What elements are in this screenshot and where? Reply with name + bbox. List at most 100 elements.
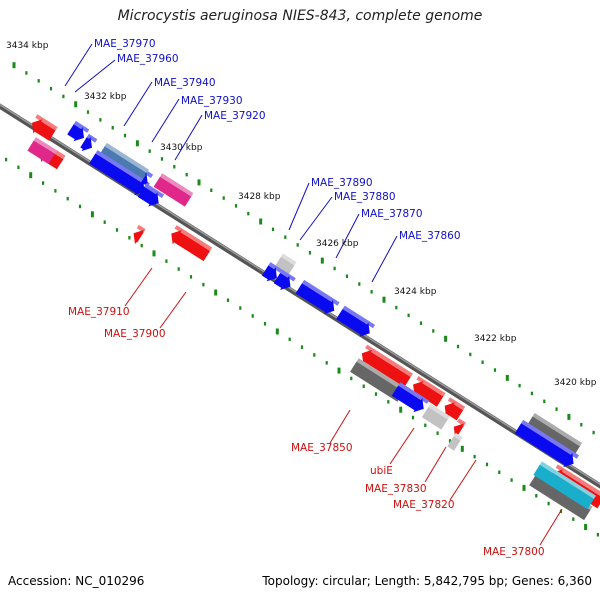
tick-mark	[86, 110, 90, 114]
gene-feature-face	[261, 265, 277, 282]
gene-feature[interactable]	[361, 344, 413, 388]
gene-label[interactable]: MAE_37900	[104, 328, 166, 340]
gene-feature-top	[144, 183, 165, 198]
tick-mark	[308, 251, 312, 255]
leader-line	[151, 98, 180, 143]
gene-label[interactable]: MAE_37920	[204, 110, 266, 122]
tick-mark	[49, 86, 53, 91]
gene-label[interactable]: MAE_37860	[399, 230, 461, 242]
gene-feature-top	[268, 262, 283, 273]
tick-mark	[325, 361, 328, 365]
gene-label[interactable]: MAE_37880	[334, 191, 396, 203]
gene-feature-top	[365, 344, 413, 377]
gene-label[interactable]: MAE_37930	[181, 95, 243, 107]
gene-feature-top	[356, 358, 406, 392]
tick-mark	[596, 533, 599, 537]
tick-mark	[5, 157, 8, 162]
gene-feature-face	[89, 153, 145, 196]
gene-feature-top	[104, 142, 150, 174]
tick-mark	[300, 345, 304, 349]
tick-mark	[263, 322, 267, 326]
gene-feature[interactable]	[32, 114, 58, 141]
leader-line	[424, 446, 447, 483]
gene-feature-top	[280, 253, 297, 266]
gene-feature-face	[361, 349, 411, 388]
gene-feature[interactable]	[274, 253, 297, 276]
scale-label: 3422 kbp	[474, 334, 517, 344]
gene-label[interactable]: MAE_37960	[117, 53, 179, 65]
gene-feature[interactable]	[273, 269, 296, 290]
tick-mark	[362, 384, 365, 388]
leader-line	[123, 81, 153, 127]
gene-label[interactable]: MAE_37890	[311, 177, 373, 189]
tick-mark	[399, 406, 403, 413]
gene-feature-top	[302, 279, 340, 306]
tick-mark	[395, 305, 398, 310]
gene-label[interactable]: MAE_37820	[393, 499, 455, 511]
gene-feature-face	[350, 361, 404, 402]
gene-feature[interactable]	[171, 225, 213, 262]
tick-mark	[25, 71, 28, 75]
gene-feature[interactable]	[261, 262, 283, 282]
gene-feature[interactable]	[336, 305, 376, 337]
gene-feature-face	[80, 136, 92, 152]
tick-mark	[37, 79, 40, 83]
gene-feature-face	[444, 402, 464, 421]
tick-mark	[387, 400, 390, 404]
tick-mark	[543, 399, 546, 404]
tick-mark	[296, 243, 299, 247]
gene-feature[interactable]	[391, 382, 429, 413]
leader-line	[449, 459, 477, 501]
tick-mark	[140, 243, 143, 248]
gene-feature[interactable]	[421, 403, 450, 430]
gene-feature-face	[526, 416, 580, 457]
gene-feature[interactable]	[447, 432, 463, 451]
tick-mark	[567, 413, 571, 420]
leader-line	[74, 59, 116, 93]
gene-feature[interactable]	[27, 137, 58, 164]
gene-feature[interactable]	[133, 224, 146, 245]
tick-mark	[555, 407, 558, 411]
gene-feature-face	[67, 124, 84, 142]
gene-feature-top	[160, 173, 194, 197]
gene-label[interactable]: MAE_37800	[483, 546, 545, 558]
gene-feature[interactable]	[350, 358, 406, 402]
gene-label[interactable]: ubiE	[370, 465, 393, 477]
gene-label[interactable]: MAE_37850	[291, 442, 353, 454]
gene-label[interactable]: MAE_37910	[68, 306, 130, 318]
gene-feature[interactable]	[67, 120, 90, 142]
tick-mark	[485, 462, 489, 467]
gene-label[interactable]: MAE_37870	[361, 208, 423, 220]
gene-label[interactable]: MAE_37940	[154, 77, 216, 89]
gene-label[interactable]: MAE_37970	[94, 38, 156, 50]
gene-feature[interactable]	[533, 461, 596, 510]
gene-feature[interactable]	[153, 173, 194, 207]
leader-line	[539, 508, 563, 546]
gene-feature-face	[32, 119, 56, 141]
leader-line	[288, 182, 310, 231]
tick-mark	[234, 204, 238, 208]
gene-feature-top	[447, 397, 466, 411]
gene-feature[interactable]	[514, 419, 579, 468]
gene-feature[interactable]	[80, 133, 98, 152]
gene-feature[interactable]	[413, 376, 446, 407]
tick-mark	[288, 337, 291, 342]
tick-mark	[247, 211, 250, 216]
leader-line	[335, 213, 360, 259]
gene-feature[interactable]	[295, 279, 340, 315]
gene-feature-top	[73, 120, 90, 133]
gene-feature[interactable]	[137, 171, 154, 187]
gene-feature[interactable]	[137, 183, 165, 207]
gene-labels-bottom: MAE_37910 MAE_37900 MAE_37850 ubiE MAE_3…	[68, 306, 545, 558]
tick-mark	[419, 321, 423, 325]
gene-feature[interactable]	[526, 413, 582, 457]
gene-label[interactable]: MAE_37830	[365, 483, 427, 495]
gene-feature[interactable]	[89, 150, 150, 196]
tick-mark	[493, 368, 497, 372]
scale-label: 3432 kbp	[84, 92, 127, 102]
tick-mark	[152, 250, 156, 257]
gene-feature-face	[137, 186, 159, 207]
gene-feature[interactable]	[444, 397, 466, 421]
gene-feature-face	[529, 475, 591, 521]
